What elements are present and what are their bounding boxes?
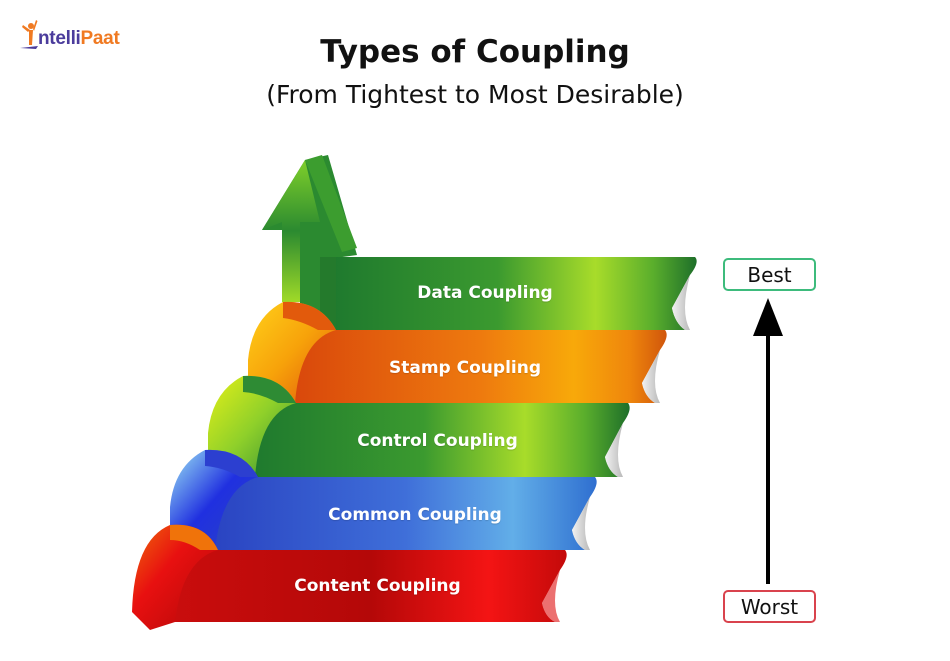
label-control-coupling: Control Coupling [357,431,518,451]
logo-wordmark: ntelliPaat [38,28,120,50]
band-data-coupling [320,257,697,330]
label-content-coupling: Content Coupling [294,576,461,596]
logo-text-part2: Paat [80,28,120,49]
label-common-coupling: Common Coupling [328,505,502,525]
diagram-title: Types of Coupling [320,34,630,70]
diagram-subtitle: (From Tightest to Most Desirable) [266,80,684,109]
logo-figure-icon [18,18,38,50]
label-data-coupling: Data Coupling [417,283,553,303]
best-label: Best [747,262,792,287]
scale-arrow-line [766,322,770,584]
best-label-box: Best [723,258,816,291]
band-stamp-coupling [248,301,667,403]
intellipaat-logo: ntelliPaat [18,18,120,50]
worst-label: Worst [740,594,799,619]
band-common-coupling [170,449,597,550]
worst-label-box: Worst [723,590,816,623]
label-stamp-coupling: Stamp Coupling [389,358,541,378]
logo-text-part1: ntelli [38,28,81,49]
band-content-coupling [132,524,567,630]
band-control-coupling [208,375,630,477]
